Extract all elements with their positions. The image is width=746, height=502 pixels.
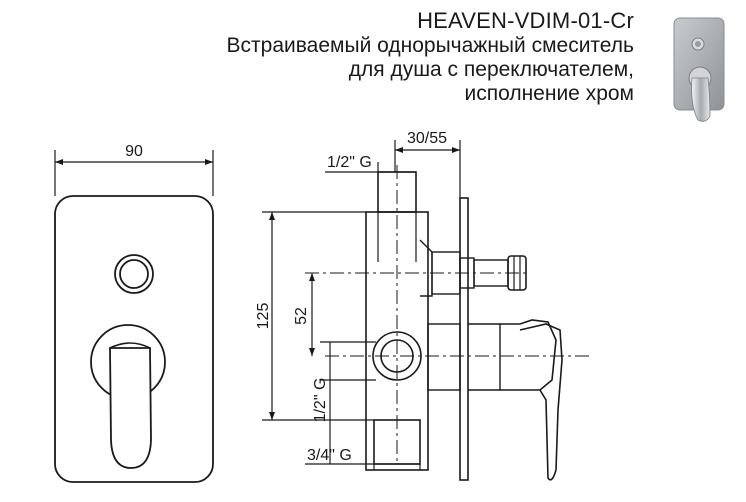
dim-inlet-label: 3/4" G (307, 447, 352, 464)
side-view (262, 140, 590, 481)
product-photo (673, 17, 725, 122)
model-name: HEAVEN-VDIM-01-Cr (417, 8, 634, 33)
dim-height-label: 125 (255, 303, 272, 330)
title-block: HEAVEN-VDIM-01-Cr Встраиваемый однорычаж… (227, 8, 634, 106)
description-line-2: для душа с переключателем, (348, 58, 634, 81)
lever-side (500, 319, 557, 391)
dim-width-label: 90 (125, 143, 143, 160)
side-outlet (372, 331, 422, 381)
dim-top-outlet-label: 1/2" G (327, 154, 372, 171)
dim-depth-label: 30/55 (407, 130, 447, 147)
front-view (54, 150, 214, 483)
description-line-1: Встраиваемый однорычажный смеситель (226, 34, 634, 57)
diverter-cap (507, 255, 527, 291)
front-plate (54, 195, 214, 483)
description-line-3: исполнение хром (464, 82, 635, 105)
diverter-knob (114, 254, 154, 294)
lever-handle (109, 347, 152, 469)
dim-spacing-label: 52 (293, 307, 310, 325)
wall-plate-side (459, 197, 469, 481)
dim-side-outlet-label: 1/2" G (312, 378, 329, 423)
